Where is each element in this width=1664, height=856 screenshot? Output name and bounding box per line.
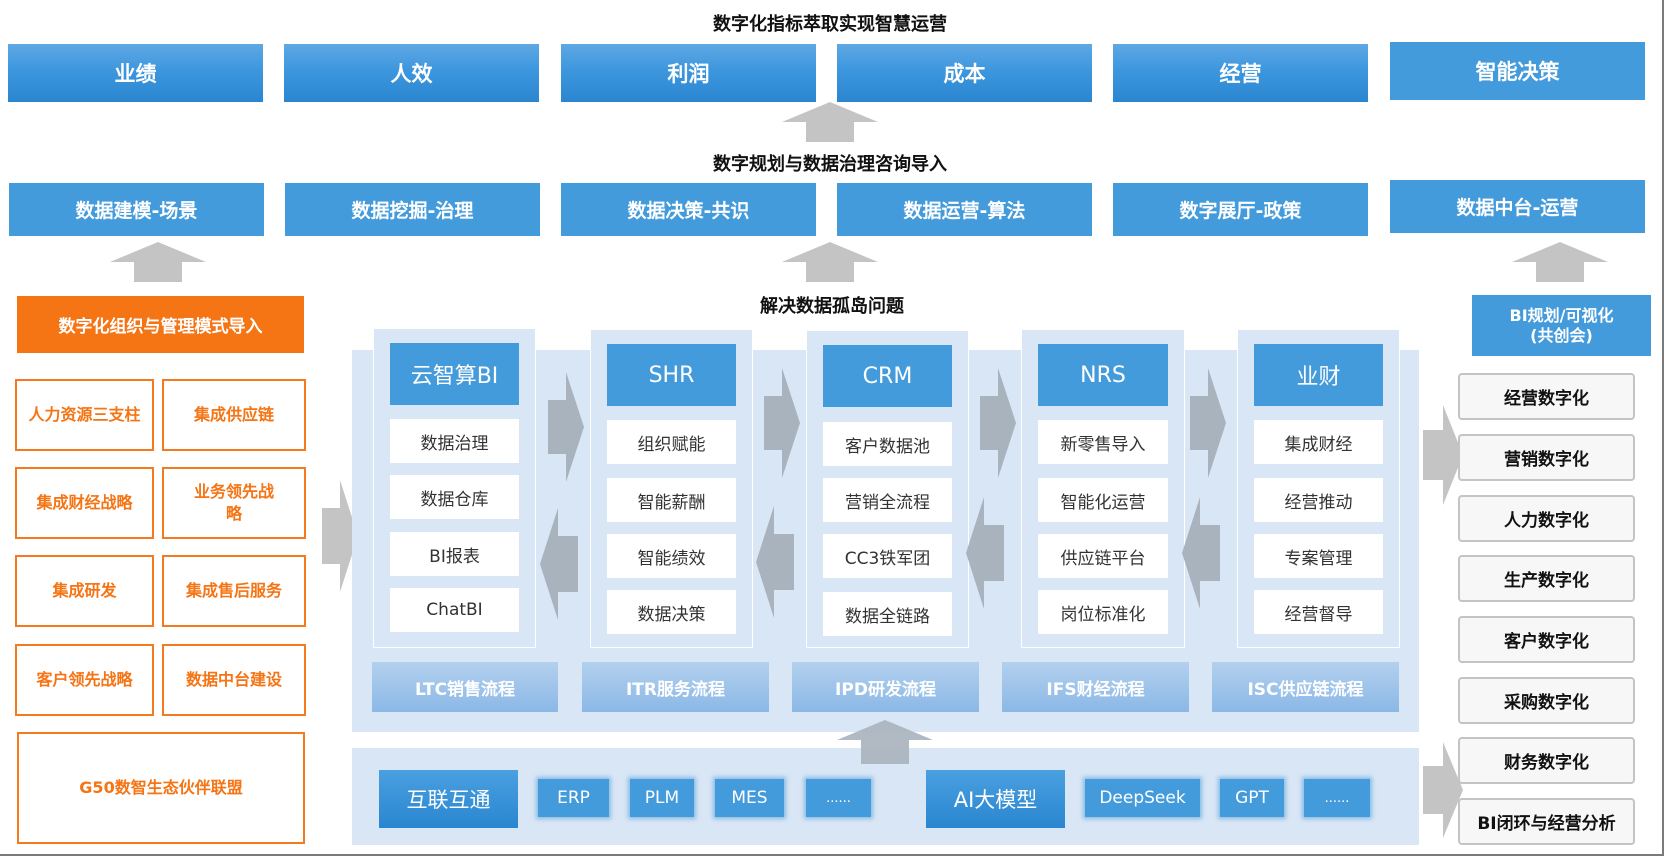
system-chip-more: ......	[806, 779, 871, 817]
capability-box: 数据运营-算法	[837, 183, 1092, 236]
system-item: 供应链平台	[1038, 534, 1168, 578]
arrow-right-icon	[548, 372, 584, 482]
system-name: SHR	[607, 344, 736, 406]
capability-box: 数据建模-场景	[9, 183, 264, 236]
digitalization-item: BI闭环与经营分析	[1458, 798, 1635, 845]
process-bar: IPD研发流程	[792, 662, 979, 712]
system-name: 业财	[1254, 344, 1383, 406]
left-panel-item: 集成研发	[15, 555, 154, 627]
digitalization-item: 采购数字化	[1458, 677, 1635, 724]
system-item: 经营督导	[1254, 590, 1383, 634]
metric-box: 成本	[837, 44, 1092, 102]
title-island: 解决数据孤岛问题	[760, 296, 904, 317]
capability-box: 数字展厅-政策	[1113, 183, 1368, 236]
arrow-right-icon	[764, 368, 800, 478]
left-panel-footer: G50数智生态伙伴联盟	[17, 732, 305, 844]
system-item: 数据治理	[390, 419, 519, 463]
system-column: 业财 集成财经 经营推动 专案管理 经营督导	[1237, 329, 1400, 648]
arrow-left-icon	[1182, 497, 1220, 609]
left-panel-item: 人力资源三支柱	[15, 379, 154, 451]
digitalization-item: 财务数字化	[1458, 737, 1635, 784]
system-item: 客户数据池	[823, 422, 952, 466]
system-item: 营销全流程	[823, 478, 952, 522]
metric-box-decision: 智能决策	[1390, 42, 1645, 100]
left-panel-item: 集成供应链	[162, 379, 306, 451]
arrow-right-icon	[1423, 405, 1463, 505]
arrow-left-icon	[540, 508, 578, 620]
ai-chip-gpt: GPT	[1220, 779, 1284, 817]
left-panel-item: 业务领先战略	[162, 467, 306, 539]
system-name: 云智算BI	[390, 343, 519, 405]
ai-chip-more: ......	[1304, 779, 1370, 817]
system-item: BI报表	[390, 532, 519, 576]
system-column: CRM 客户数据池 营销全流程 CC3铁军团 数据全链路	[806, 330, 969, 648]
left-panel-header: 数字化组织与管理模式导入	[17, 296, 304, 353]
system-item: 集成财经	[1254, 420, 1383, 464]
process-bar: LTC销售流程	[372, 662, 558, 712]
metric-box: 人效	[284, 44, 539, 102]
system-item: 智能化运营	[1038, 478, 1168, 522]
system-item: 新零售导入	[1038, 420, 1168, 464]
process-bar: IFS财经流程	[1002, 662, 1189, 712]
digitalization-item: 人力数字化	[1458, 495, 1635, 542]
system-item: 专案管理	[1254, 534, 1383, 578]
arrow-up-icon	[837, 720, 933, 764]
system-column: SHR 组织赋能 智能薪酬 智能绩效 数据决策	[590, 329, 753, 648]
system-item: 数据全链路	[823, 592, 952, 636]
system-chip-mes: MES	[715, 779, 784, 817]
left-panel-item: 客户领先战略	[15, 644, 154, 716]
arrow-up-icon	[1512, 242, 1608, 282]
left-panel-item: 集成财经战略	[15, 467, 154, 539]
right-panel-header-line1: BI规划/可视化	[1509, 305, 1614, 325]
left-panel-item: 数据中台建设	[162, 644, 306, 716]
capability-box: 数据决策-共识	[561, 183, 816, 236]
system-item: 智能绩效	[607, 534, 736, 578]
digitalization-item: 客户数字化	[1458, 616, 1635, 663]
ai-model-label: AI大模型	[926, 770, 1065, 828]
arrow-right-icon	[1190, 368, 1226, 478]
capability-box: 数据挖掘-治理	[285, 183, 540, 236]
right-panel-header-line2: (共创会)	[1530, 325, 1593, 345]
interconnect-label: 互联互通	[379, 770, 518, 828]
arrow-right-icon	[980, 368, 1016, 478]
digitalization-item: 营销数字化	[1458, 434, 1635, 481]
system-name: NRS	[1038, 344, 1168, 406]
system-column: NRS 新零售导入 智能化运营 供应链平台 岗位标准化	[1021, 329, 1185, 648]
arrow-right-icon	[322, 480, 358, 592]
process-bar: ITR服务流程	[582, 662, 769, 712]
system-item: 经营推动	[1254, 478, 1383, 522]
system-name: CRM	[823, 345, 952, 407]
system-item: 智能薪酬	[607, 478, 736, 522]
title-top: 数字化指标萃取实现智慧运营	[713, 14, 947, 35]
system-item: 数据决策	[607, 590, 736, 634]
process-bar: ISC供应链流程	[1212, 662, 1399, 712]
arrow-left-icon	[756, 506, 794, 618]
system-column: 云智算BI 数据治理 数据仓库 BI报表 ChatBI	[373, 328, 536, 648]
digitalization-item: 生产数字化	[1458, 555, 1635, 602]
system-item: 岗位标准化	[1038, 590, 1168, 634]
system-item: 数据仓库	[390, 475, 519, 519]
arrow-right-icon	[1423, 742, 1463, 838]
right-panel-header: BI规划/可视化 (共创会)	[1472, 295, 1651, 356]
ai-chip-deepseek: DeepSeek	[1085, 779, 1200, 817]
system-chip-plm: PLM	[630, 779, 694, 817]
system-item: ChatBI	[390, 588, 519, 632]
capability-box: 数据中台-运营	[1390, 180, 1645, 233]
arrow-up-icon	[110, 242, 206, 282]
arrow-left-icon	[966, 497, 1004, 609]
metric-box: 业绩	[8, 44, 263, 102]
metric-box: 利润	[561, 44, 816, 102]
arrow-up-icon	[782, 242, 878, 282]
digitalization-item: 经营数字化	[1458, 373, 1635, 420]
metric-box: 经营	[1113, 44, 1368, 102]
system-item: 组织赋能	[607, 420, 736, 464]
system-chip-erp: ERP	[538, 779, 609, 817]
left-panel-item: 集成售后服务	[162, 555, 306, 627]
system-item: CC3铁军团	[823, 534, 952, 578]
title-middle: 数字规划与数据治理咨询导入	[713, 154, 947, 175]
arrow-up-icon	[782, 102, 878, 142]
